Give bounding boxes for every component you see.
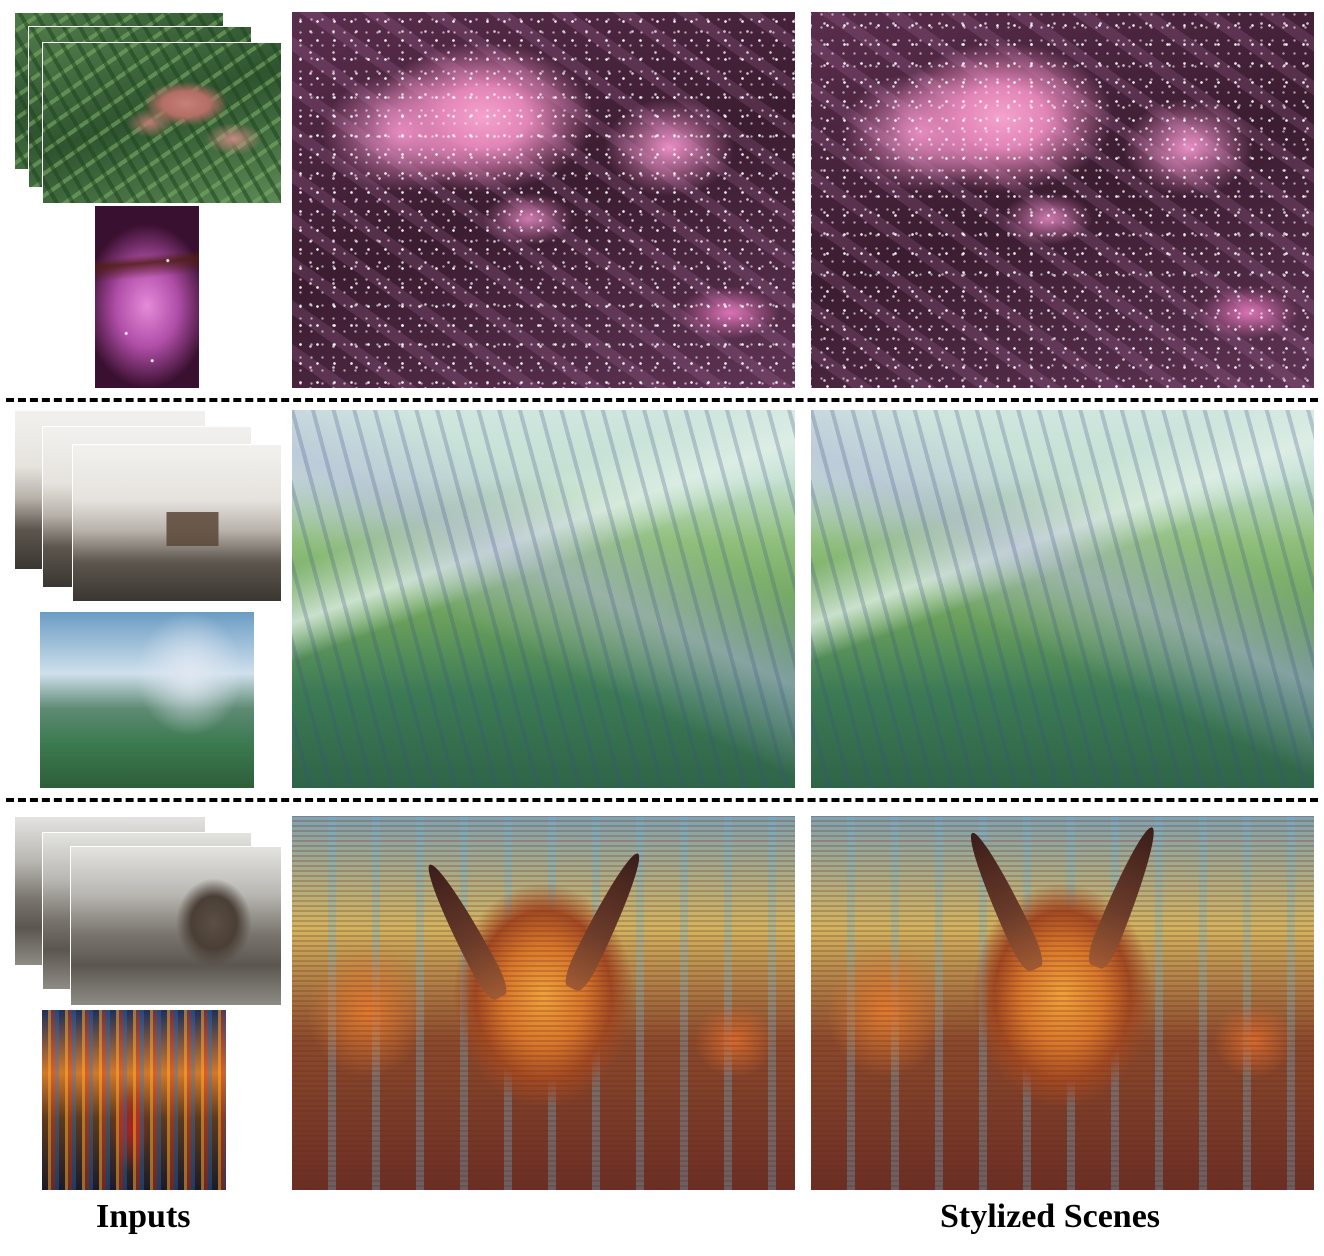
stylized-scene-trex-view-1 [292, 410, 795, 788]
row-separator-1 [6, 398, 1318, 402]
stylized-scene-orchid-view-1 [292, 12, 795, 388]
stylized-scene-triceratops-view-2 [811, 816, 1314, 1190]
style-image-landscape-painting [40, 612, 254, 788]
triceratops-horn-left [418, 858, 512, 1004]
stylized-scene-trex-view-2 [811, 410, 1314, 788]
caption-stylized-scenes: Stylized Scenes [940, 1198, 1161, 1235]
triceratops-horn-right [1083, 822, 1165, 972]
input-photo-museum-front [72, 444, 282, 602]
row-separator-2 [6, 798, 1318, 802]
triceratops-horn-right [560, 847, 650, 995]
style-image-rain-street-painting [42, 1010, 226, 1190]
input-photo-orchid-front [42, 42, 282, 204]
input-photo-triceratops-front [70, 846, 282, 1006]
stylized-scene-orchid-view-2 [811, 12, 1314, 388]
triceratops-horn-left [960, 827, 1048, 975]
stylized-scene-triceratops-view-1 [292, 816, 795, 1190]
style-image-nebula [95, 206, 199, 388]
caption-inputs: Inputs [96, 1198, 191, 1235]
